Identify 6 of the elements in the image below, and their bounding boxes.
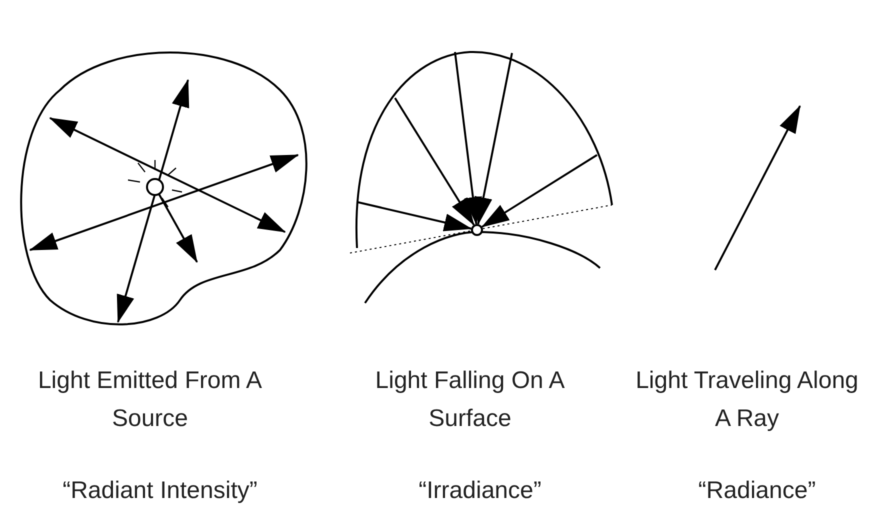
caption: Light Emitted From A Source: [36, 366, 264, 434]
term-label: “Irradiance”: [418, 476, 542, 506]
term-label: “Radiant Intensity”: [62, 476, 258, 506]
caption: Light Falling On A Surface: [374, 366, 566, 434]
caption: Light Traveling Along A Ray: [634, 366, 860, 434]
term-label: “Radiance”: [697, 476, 817, 506]
